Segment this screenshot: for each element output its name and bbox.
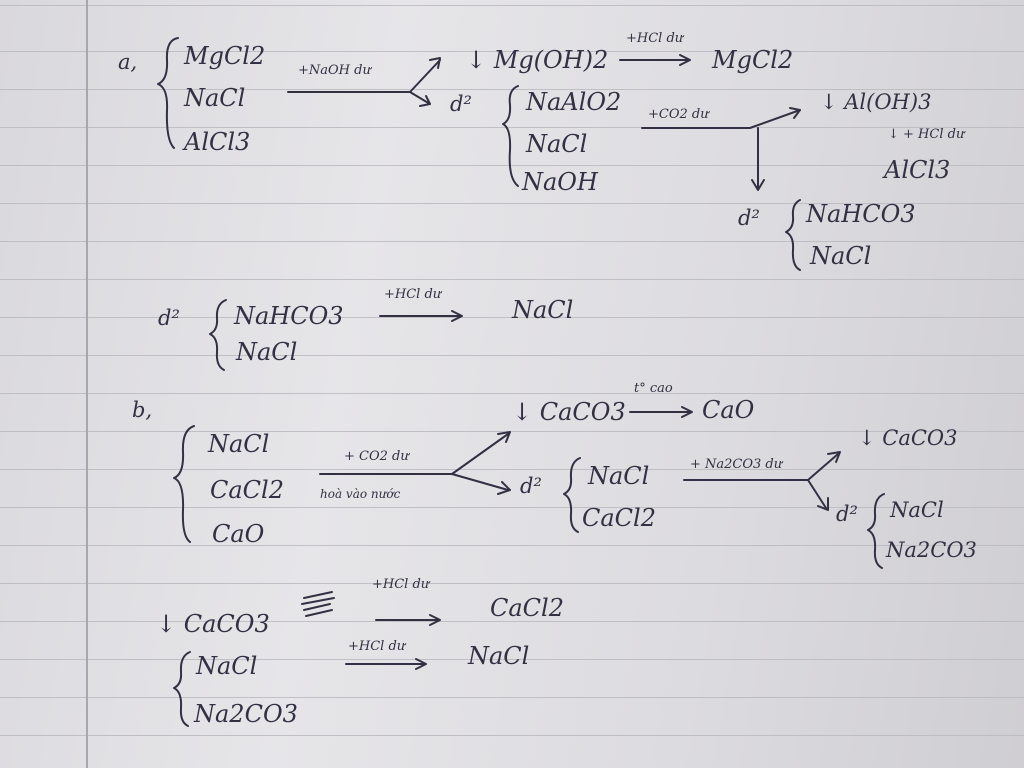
part-a-label: a, [118,50,138,74]
bottom-mixture-item: NaCl [196,652,258,680]
precipitate-mgoh2: ↓ Mg(OH)2 [466,46,609,74]
mixture-b-item: NaCl [208,430,270,458]
reagent-co2-label: +CO2 dư [648,107,709,122]
solution-label: d² [158,306,180,330]
solution-label: d² [450,92,472,116]
part-b-label: b, [132,398,153,422]
reagent-hcl-label: +HCl dư [348,639,406,654]
product-nacl: NaCl [512,296,574,324]
reagent-na2co3-label: + Na2CO3 dư [690,457,783,472]
mixture-a-item: NaCl [184,84,246,112]
solution-item: CaCl2 [582,504,656,532]
solution-item: NaCl [810,242,872,270]
solution-item: NaCl [588,462,650,490]
solution-item: Na2CO3 [886,538,977,562]
precipitate-aloh3: ↓ Al(OH)3 [820,90,932,114]
solution-item: NaCl [236,338,298,366]
solution-item: NaHCO3 [806,200,916,228]
product-mgcl2: MgCl2 [712,46,794,74]
solution-label: d² [738,206,760,230]
reagent-hcl-label: +HCl dư [384,287,442,302]
mixture-b-item: CaCl2 [210,476,284,504]
product-alcl3: AlCl3 [884,156,951,184]
solution-item: NaOH [522,168,598,196]
mixture-a-item: AlCl3 [184,128,251,156]
reagent-heat-label: t° cao [634,381,673,396]
reagent-water-label: hoà vào nước [320,487,401,501]
bottom-product-cacl2: CaCl2 [490,594,564,622]
solution-item: NaCl [526,130,588,158]
margin-line [86,0,88,768]
solution-label: d² [520,474,542,498]
product-cao: CaO [702,396,755,424]
bottom-mixture-item: Na2CO3 [194,700,298,728]
solution-item: NaHCO3 [234,302,344,330]
reagent-hcl-label: +HCl dư [372,577,430,592]
precipitate-caco3: ↓ CaCO3 [858,426,958,450]
solution-item: NaCl [890,498,944,522]
mixture-b-item: CaO [212,520,265,548]
solution-label: d² [836,502,858,526]
reagent-hcl-label: +HCl dư [626,31,684,46]
precipitate-caco3: ↓ CaCO3 [512,398,626,426]
bottom-caco3: ↓ CaCO3 [156,610,270,638]
reagent-hcl-label: ↓ + HCl dư [888,127,965,142]
reagent-co2-label: + CO2 dư [344,449,409,464]
solution-item: NaAlO2 [526,88,622,116]
mixture-a-item: MgCl2 [184,42,266,70]
bottom-product-nacl: NaCl [468,642,530,670]
reagent-naoh-label: +NaOH dư [298,63,371,78]
